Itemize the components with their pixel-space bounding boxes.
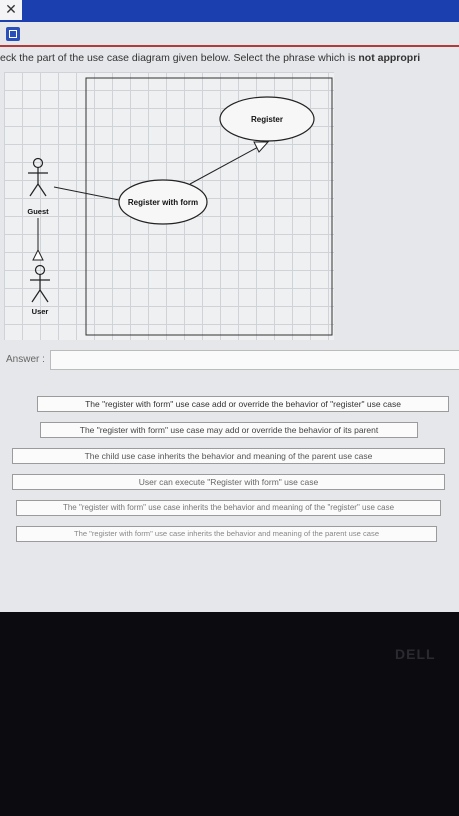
browser-top-bar: [0, 0, 459, 22]
question-emphasis: not appropri: [358, 52, 421, 64]
question-body: eck the part of the use case diagram giv…: [0, 52, 359, 64]
option-5[interactable]: The "register with form" use case inheri…: [16, 500, 441, 516]
use-case-diagram: Register Register with form Guest: [4, 72, 334, 340]
answer-drop-zone[interactable]: [50, 350, 459, 370]
association-line: [53, 186, 120, 201]
option-2[interactable]: The "register with form" use case may ad…: [40, 422, 418, 438]
screen: ✕ eck the part of the use case diagram g…: [0, 0, 459, 612]
option-4[interactable]: User can execute "Register with form" us…: [12, 474, 445, 490]
guest-actor-label: Guest: [27, 207, 49, 216]
actor-generalization-arrowhead: [32, 248, 44, 261]
system-boundary: [85, 77, 333, 336]
monitor-brand-logo: DELL: [395, 646, 436, 662]
option-6[interactable]: The "register with form" use case inheri…: [16, 526, 437, 542]
generalization-arrowhead: [253, 141, 270, 153]
use-case-register-label: Register: [251, 115, 283, 124]
use-case-register: [219, 96, 315, 142]
question-text: eck the part of the use case diagram giv…: [0, 52, 459, 64]
option-3[interactable]: The child use case inherits the behavior…: [12, 448, 445, 464]
header-divider: [0, 45, 459, 47]
answer-label: Answer :: [6, 354, 45, 365]
user-actor-label: User: [32, 307, 49, 316]
diagram-canvas: Register Register with form Guest: [27, 77, 333, 336]
guest-actor: [28, 157, 48, 197]
close-icon[interactable]: ✕: [0, 0, 22, 20]
generalization-line: [189, 145, 261, 185]
user-actor: [30, 264, 50, 303]
page-icon: [6, 27, 20, 41]
option-1[interactable]: The "register with form" use case add or…: [37, 396, 449, 412]
use-case-register-with-form-label: Register with form: [128, 198, 198, 207]
use-case-register-with-form: [118, 179, 208, 225]
